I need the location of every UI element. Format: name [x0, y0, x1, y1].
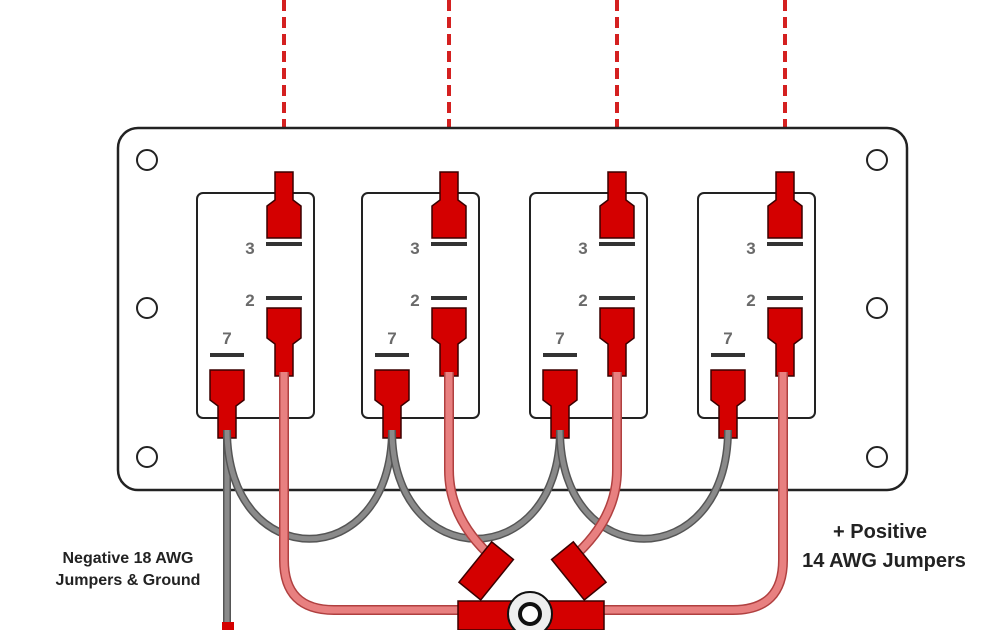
terminal-7-blade: [375, 353, 409, 357]
rocker-switch-1[interactable]: 3 27: [196, 171, 315, 439]
terminal-3-blade: [599, 242, 635, 246]
terminal-3-blade: [767, 242, 803, 246]
rocker-switch-4[interactable]: 3 27: [697, 171, 816, 439]
switch-body: [196, 192, 315, 419]
negative-label-line2: Jumpers & Ground: [56, 572, 201, 589]
terminal-3-connector: [266, 171, 302, 239]
terminal-7-connector: [710, 369, 746, 439]
terminal-7-label: 7: [555, 329, 564, 348]
mounting-hole: [866, 446, 888, 468]
positive-label-line2: 14 AWG Jumpers: [802, 550, 966, 572]
rocker-switch-3[interactable]: 3 27: [529, 171, 648, 439]
negative-label-line1: Negative 18 AWG: [62, 550, 193, 567]
terminal-3-connector: [767, 171, 803, 239]
positive-label-line1: + Positive: [833, 521, 927, 543]
terminal-3-label: 3: [410, 239, 419, 258]
terminal-2-connector: [266, 307, 302, 377]
terminal-2-label: 2: [578, 291, 587, 310]
terminal-2-blade: [431, 296, 467, 300]
terminal-7-connector: [542, 369, 578, 439]
terminal-3-connector: [599, 171, 635, 239]
terminal-2-connector: [599, 307, 635, 377]
ground-connector: [222, 622, 234, 630]
terminal-3-label: 3: [746, 239, 755, 258]
mounting-hole: [866, 149, 888, 171]
terminal-7-label: 7: [723, 329, 732, 348]
mounting-holes: [136, 149, 888, 468]
rocker-switch-2[interactable]: 3 27: [361, 171, 480, 439]
terminal-3-label: 3: [245, 239, 254, 258]
mounting-hole: [136, 149, 158, 171]
terminal-7-blade: [210, 353, 244, 357]
terminal-7-connector: [209, 369, 245, 439]
terminal-7-connector: [374, 369, 410, 439]
terminal-7-label: 7: [222, 329, 231, 348]
terminal-2-connector: [767, 307, 803, 377]
switch-panel: [116, 126, 909, 492]
terminal-2-connector: [431, 307, 467, 377]
terminal-7-blade: [543, 353, 577, 357]
terminal-7-blade: [711, 353, 745, 357]
switch-body: [529, 192, 648, 419]
hub-connector: [550, 540, 608, 601]
mounting-hole: [866, 297, 888, 319]
terminal-3-blade: [431, 242, 467, 246]
mounting-hole: [136, 446, 158, 468]
switch-body: [361, 192, 480, 419]
mounting-hole: [136, 297, 158, 319]
ring-terminal-hole: [518, 602, 542, 626]
switch-body: [697, 192, 816, 419]
terminal-2-blade: [266, 296, 302, 300]
terminal-2-label: 2: [410, 291, 419, 310]
terminal-3-label: 3: [578, 239, 587, 258]
terminal-2-label: 2: [245, 291, 254, 310]
hub-connector: [457, 540, 515, 601]
terminal-2-label: 2: [746, 291, 755, 310]
positive-hub: [222, 540, 608, 630]
terminal-3-blade: [266, 242, 302, 246]
terminal-7-label: 7: [387, 329, 396, 348]
terminal-3-connector: [431, 171, 467, 239]
terminal-2-blade: [599, 296, 635, 300]
terminal-2-blade: [767, 296, 803, 300]
